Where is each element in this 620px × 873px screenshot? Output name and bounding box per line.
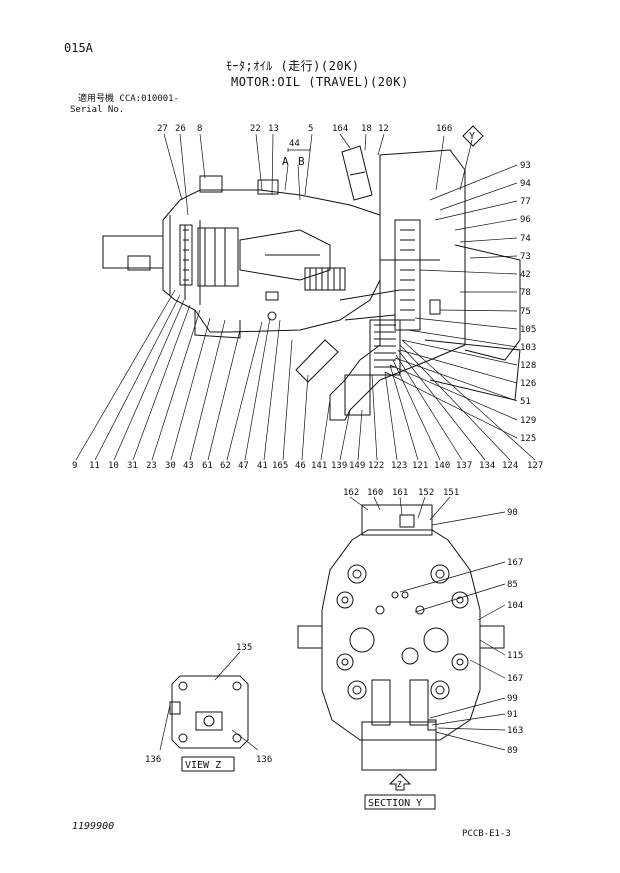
part-label: 121: [412, 461, 428, 471]
part-label: 31: [127, 461, 138, 471]
section-b-label: B: [298, 155, 305, 168]
part-label: 115: [507, 651, 523, 661]
part-label: 22: [250, 124, 261, 134]
section-y-caption: SECTION Y: [368, 798, 422, 809]
view-y-arrow: [462, 125, 484, 147]
part-label: 90: [507, 508, 518, 518]
part-label: 51: [520, 397, 531, 407]
part-label: 46: [295, 461, 306, 471]
part-label: 167: [507, 674, 523, 684]
part-label: 23: [146, 461, 157, 471]
part-label: 27: [157, 124, 168, 134]
part-label: 140: [434, 461, 450, 471]
part-label: 163: [507, 726, 523, 736]
section-y-leader-lines: [349, 496, 506, 751]
view-z-drawing: [169, 675, 249, 749]
part-label: 47: [238, 461, 249, 471]
part-label: 10: [108, 461, 119, 471]
view-z-caption-box: [181, 756, 235, 772]
part-label: 139: [331, 461, 347, 471]
part-label: 167: [507, 558, 523, 568]
part-label: 129: [520, 416, 536, 426]
title-english: MOTOR:OIL (TRAVEL)(20K): [231, 75, 409, 89]
part-label: 94: [520, 179, 531, 189]
serial-label-english: Serial No.: [70, 105, 125, 115]
part-label: 13: [268, 124, 279, 134]
part-label: 89: [507, 746, 518, 756]
page-code: 015A: [64, 41, 93, 55]
part-label: 124: [502, 461, 518, 471]
part-label: 93: [520, 161, 531, 171]
part-label: 96: [520, 215, 531, 225]
part-label: 164: [332, 124, 348, 134]
part-label: 61: [202, 461, 213, 471]
part-label: 162: [343, 488, 359, 498]
part-label: 85: [507, 580, 518, 590]
part-label: 42: [520, 270, 531, 280]
part-label: 12: [378, 124, 389, 134]
part-label: 104: [507, 601, 523, 611]
page-reference: PCCB-E1-3: [462, 829, 511, 839]
part-label: 151: [443, 488, 459, 498]
section-y-caption-box: [364, 794, 436, 810]
part-label: 126: [520, 379, 536, 389]
part-label: 125: [520, 434, 536, 444]
diagram-labels: 27 26 8 22 13 5 164 18 12 166 44 A B Y 9…: [72, 124, 543, 809]
part-label: 152: [418, 488, 434, 498]
section-a-label: A: [282, 155, 289, 168]
part-label: 127: [527, 461, 543, 471]
part-label: 8: [197, 124, 202, 134]
serial-label-japanese: 適用号機 CCA:010001-: [78, 94, 180, 104]
part-label: 165: [272, 461, 288, 471]
part-label: 166: [436, 124, 452, 134]
part-label: 73: [520, 252, 531, 262]
part-label: 105: [520, 325, 536, 335]
title-japanese: ﾓｰﾀ;ｵｲﾙ (走行)(20K): [226, 59, 360, 73]
part-label: 161: [392, 488, 408, 498]
dimension-label: 44: [289, 139, 300, 149]
part-label: 75: [520, 307, 531, 317]
part-label: 136: [145, 755, 161, 765]
top-leader-lines: [75, 133, 536, 461]
part-label: 141: [311, 461, 327, 471]
part-label: 128: [520, 361, 536, 371]
part-label: 160: [367, 488, 383, 498]
view-z-caption: VIEW Z: [185, 760, 221, 771]
part-label: 30: [165, 461, 176, 471]
drawing-number: 1199900: [72, 821, 115, 832]
part-label: 43: [183, 461, 194, 471]
view-z-arrow: [388, 773, 412, 791]
part-label: 135: [236, 643, 252, 653]
part-label: 41: [257, 461, 268, 471]
part-label: 5: [308, 124, 313, 134]
part-label: 137: [456, 461, 472, 471]
part-label: 99: [507, 694, 518, 704]
part-label: 9: [72, 461, 77, 471]
view-z-leader-lines: [159, 651, 259, 751]
part-label: 78: [520, 288, 531, 298]
part-label: 11: [89, 461, 100, 471]
section-y-view: [297, 504, 505, 771]
motor-cross-section: [102, 145, 521, 421]
part-label: 136: [256, 755, 272, 765]
part-label: 134: [479, 461, 495, 471]
part-label: 26: [175, 124, 186, 134]
part-label: 62: [220, 461, 231, 471]
part-label: 149: [349, 461, 365, 471]
part-label: 74: [520, 234, 531, 244]
view-z-marker: Z: [397, 780, 402, 789]
view-y-marker: Y: [469, 131, 475, 142]
part-label: 103: [520, 343, 536, 353]
part-label: 77: [520, 197, 531, 207]
part-label: 123: [391, 461, 407, 471]
part-label: 91: [507, 710, 518, 720]
part-label: 122: [368, 461, 384, 471]
part-label: 18: [361, 124, 372, 134]
